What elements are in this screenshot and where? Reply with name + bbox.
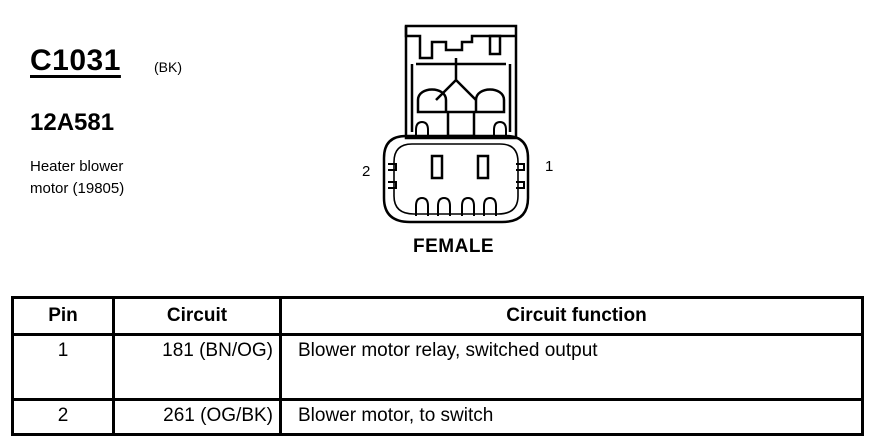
- description-line-1: Heater blower: [30, 158, 124, 175]
- connector-face-ribs-top: [415, 120, 507, 138]
- connector-face-inner: [393, 143, 519, 215]
- terminal-cavity-2: [430, 154, 444, 180]
- connector-description: Heater blower motor (19805): [30, 156, 124, 200]
- cell-pin: 2: [11, 398, 115, 436]
- cell-function: Blower motor, to switch: [279, 398, 864, 436]
- connector-latch-window: [488, 34, 502, 56]
- connector-side-peg-right: [516, 163, 525, 189]
- cell-pin: 1: [11, 333, 115, 401]
- cell-function: Blower motor relay, switched output: [279, 333, 864, 401]
- connector-ribs: [410, 62, 512, 132]
- connector-tab-left: [416, 88, 448, 114]
- pin-label-left: 2: [362, 163, 371, 180]
- connector-side-peg-left: [388, 163, 397, 189]
- connector-gender-label: FEMALE: [413, 236, 495, 257]
- connector-color: (BK): [154, 59, 182, 75]
- connector-face-drawing: [382, 24, 530, 224]
- connector-id: C1031: [30, 44, 121, 77]
- header-circuit: Circuit: [112, 296, 282, 336]
- terminal-cavity-1: [476, 154, 490, 180]
- table-row: 1 181 (BN/OG) Blower motor relay, switch…: [11, 333, 864, 401]
- connector-latch-notch: [404, 26, 516, 60]
- table-row: 2 261 (OG/BK) Blower motor, to switch: [11, 398, 864, 436]
- part-number: 12A581: [30, 109, 115, 136]
- header-pin: Pin: [11, 296, 115, 336]
- pin-label-right: 1: [545, 158, 554, 175]
- pinout-table: Pin Circuit Circuit function 1 181 (BN/O…: [11, 296, 864, 436]
- connector-tab-right: [474, 88, 506, 114]
- connector-face-ribs-bottom: [415, 196, 497, 216]
- connector-lock-tab: [446, 110, 476, 138]
- connector-face-outline: [382, 134, 530, 224]
- description-line-2: motor (19805): [30, 180, 125, 197]
- table-header-row: Pin Circuit Circuit function: [11, 296, 864, 336]
- cell-circuit: 261 (OG/BK): [112, 398, 282, 436]
- header-circuit-function: Circuit function: [279, 296, 864, 336]
- cell-circuit: 181 (BN/OG): [112, 333, 282, 401]
